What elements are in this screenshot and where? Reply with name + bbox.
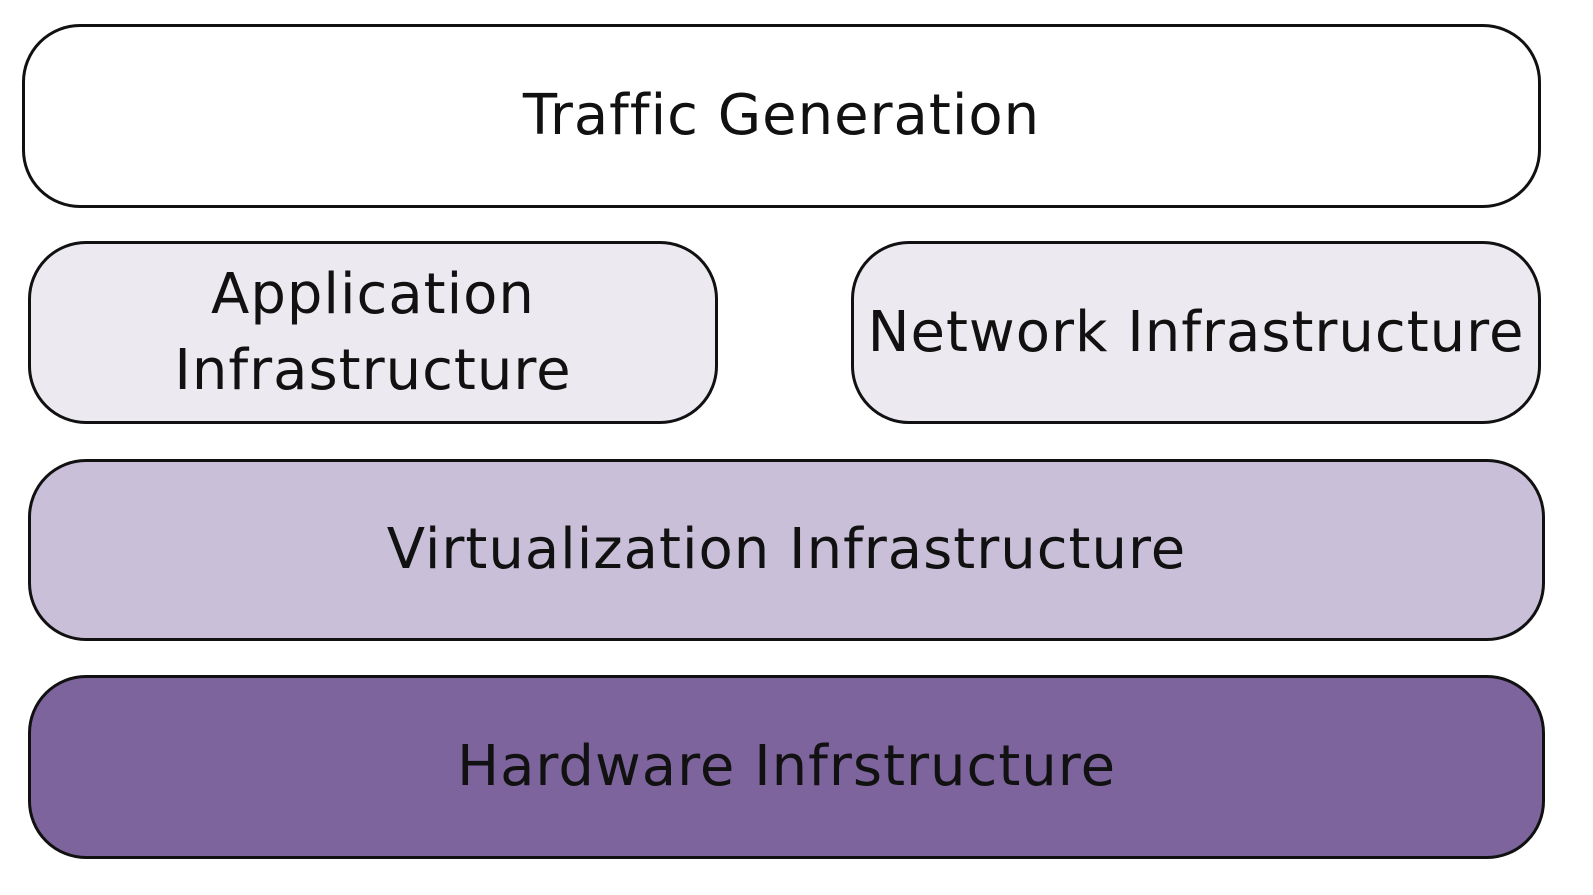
layer-traffic-generation: Traffic Generation (22, 24, 1541, 208)
layer-application-infrastructure: Application Infrastructure (28, 241, 718, 424)
layer-hardware-infrastructure: Hardware Infrstructure (28, 675, 1545, 859)
layer-application-infrastructure-label: Application Infrastructure (174, 257, 571, 409)
layer-network-infrastructure-label: Network Infrastructure (867, 299, 1525, 365)
layer-virtualization-infrastructure: Virtualization Infrastructure (28, 459, 1545, 641)
layer-network-infrastructure: Network Infrastructure (851, 241, 1541, 424)
layer-application-infrastructure-label-line1: Application (211, 261, 535, 327)
layer-application-infrastructure-label-line2: Infrastructure (174, 337, 572, 403)
layer-virtualization-infrastructure-label: Virtualization Infrastructure (386, 517, 1187, 582)
layer-hardware-infrastructure-label: Hardware Infrstructure (456, 734, 1117, 799)
layer-traffic-generation-label: Traffic Generation (522, 83, 1041, 148)
